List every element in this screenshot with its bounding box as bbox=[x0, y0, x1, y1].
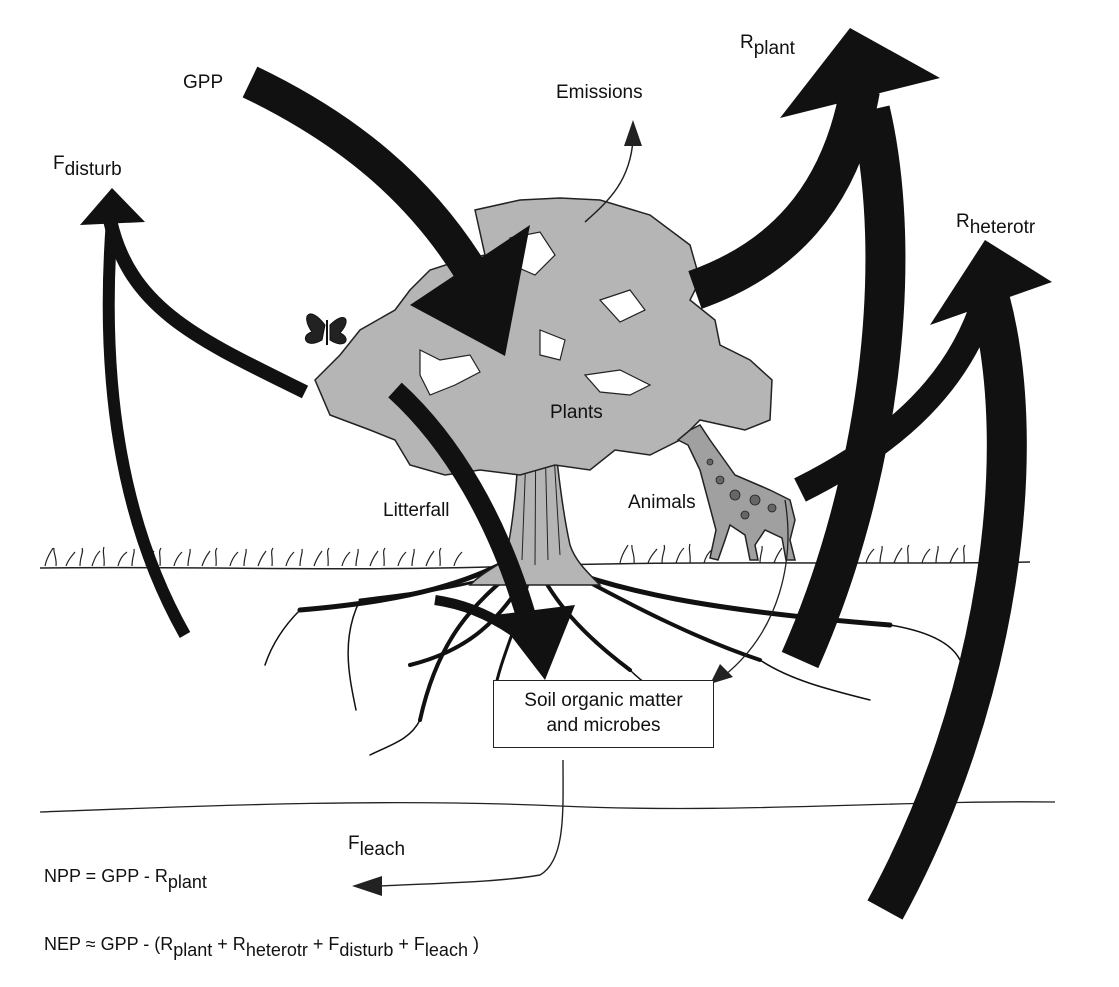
gpp-label: GPP bbox=[183, 72, 224, 93]
nep-sub-1: plant bbox=[173, 940, 213, 960]
plants-label: Plants bbox=[550, 402, 603, 423]
grass bbox=[44, 543, 966, 567]
r-heterotr-arrowhead bbox=[930, 240, 1052, 325]
npp-equation-text: NPP = GPP - R bbox=[44, 866, 168, 886]
butterfly-icon bbox=[304, 313, 347, 345]
r-plant-main: R bbox=[740, 32, 754, 53]
f-disturb-arrow bbox=[103, 218, 309, 399]
litterfall-label: Litterfall bbox=[383, 500, 450, 521]
r-plant-sub: plant bbox=[753, 38, 795, 59]
f-disturb-arrowhead bbox=[80, 188, 145, 225]
f-leach-arrowhead bbox=[352, 876, 382, 896]
npp-equation: NPP = GPP - Rplant bbox=[44, 866, 207, 893]
root-input-arrow bbox=[434, 595, 529, 644]
soil-organic-matter-box: Soil organic matter and microbes bbox=[493, 680, 714, 748]
r-heterotr-label: Rheterotr bbox=[956, 212, 1035, 237]
r-heterotr-main: R bbox=[956, 211, 970, 232]
gpp-arrow bbox=[242, 66, 485, 280]
animals-label: Animals bbox=[628, 492, 696, 513]
nep-prefix: NEP ≈ GPP - (R bbox=[44, 934, 174, 954]
f-leach-sub: leach bbox=[359, 839, 406, 860]
giraffe-icon bbox=[676, 424, 796, 561]
f-leach-arrow bbox=[379, 759, 564, 887]
r-heterotr-arrow-shaft-2 bbox=[867, 294, 1027, 920]
soil-box-line-1: Soil organic matter bbox=[524, 690, 683, 712]
nep-sub-4: leach bbox=[424, 940, 468, 960]
emissions-arrow bbox=[584, 139, 634, 223]
f-leach-label: Fleach bbox=[348, 834, 405, 859]
r-plant-arrow bbox=[688, 86, 880, 309]
f-leach-main: F bbox=[348, 833, 360, 854]
nep-sub-2: heterotr bbox=[245, 940, 308, 960]
soil-box-line-2: and microbes bbox=[546, 715, 661, 736]
litterfall-arrow bbox=[388, 382, 540, 633]
r-plant-label: Rplant bbox=[740, 33, 795, 58]
nep-sub-3: disturb bbox=[339, 940, 394, 960]
nep-plus-2: + F bbox=[307, 934, 340, 954]
f-disturb-main: F bbox=[53, 153, 65, 174]
emissions-arrowhead bbox=[624, 120, 642, 146]
nep-plus-1: + R bbox=[212, 934, 246, 954]
f-disturb-sub: disturb bbox=[64, 159, 122, 180]
gpp-arrowhead bbox=[410, 225, 530, 356]
nep-equation: NEP ≈ GPP - (Rplant + Rheterotr + Fdistu… bbox=[44, 934, 479, 961]
water-table-line bbox=[39, 801, 1056, 813]
f-disturb-label: Fdisturb bbox=[53, 154, 122, 179]
r-heterotr-arrow bbox=[794, 296, 998, 502]
trunk-bark-lines bbox=[521, 399, 561, 566]
nep-plus-3: + F bbox=[393, 934, 425, 954]
animals-to-soil-arrowhead bbox=[710, 664, 733, 684]
r-plant-arrow-shaft-2 bbox=[781, 105, 906, 669]
r-plant-arrowhead bbox=[780, 28, 940, 118]
nep-suffix: ) bbox=[467, 934, 479, 954]
emissions-label: Emissions bbox=[556, 82, 643, 103]
animals-to-soil-arrow bbox=[724, 499, 789, 676]
litterfall-arrowhead bbox=[495, 605, 575, 680]
r-heterotr-sub: heterotr bbox=[969, 217, 1036, 238]
f-disturb-arrow-shaft-2 bbox=[102, 219, 191, 638]
npp-equation-sub: plant bbox=[167, 872, 207, 892]
